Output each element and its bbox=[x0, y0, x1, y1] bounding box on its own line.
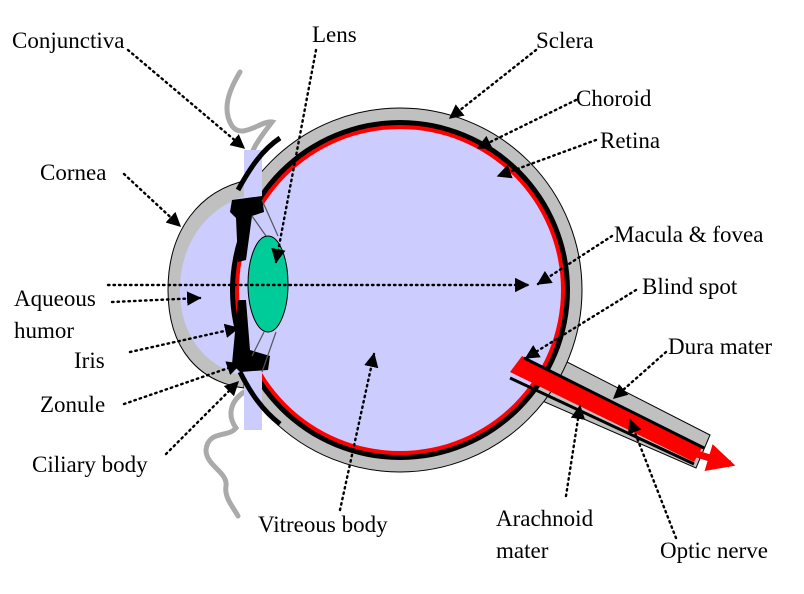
label-blind-spot: Blind spot bbox=[642, 274, 738, 299]
optic-nerve-arrow bbox=[688, 444, 736, 471]
label-arachnoid-mater-2: mater bbox=[496, 538, 549, 563]
optic-nerve-outline-bottom bbox=[509, 376, 695, 466]
label-zonule: Zonule bbox=[40, 392, 105, 417]
label-macula-fovea: Macula & fovea bbox=[614, 222, 763, 247]
label-cornea: Cornea bbox=[40, 160, 106, 185]
label-sclera: Sclera bbox=[536, 28, 593, 53]
label-vitreous-body: Vitreous body bbox=[258, 512, 388, 537]
iris-lower bbox=[232, 300, 270, 372]
label-conjunctiva: Conjunctiva bbox=[12, 28, 124, 53]
choroid-front-edge-top bbox=[235, 135, 282, 192]
zonule-fibers bbox=[251, 199, 279, 373]
iris-upper bbox=[230, 196, 264, 262]
conjunctiva-lower bbox=[203, 389, 247, 519]
label-choroid: Choroid bbox=[576, 86, 652, 111]
label-dura-mater: Dura mater bbox=[668, 334, 772, 359]
label-aqueous-humor-1: Aqueous bbox=[14, 286, 96, 311]
label-lens: Lens bbox=[312, 22, 357, 47]
conjunctiva-upper bbox=[224, 69, 277, 171]
choroid-front-edge-bottom bbox=[237, 370, 282, 426]
label-aqueous-humor-2: humor bbox=[14, 318, 74, 343]
optic-nerve-outline-top bbox=[523, 356, 705, 450]
label-ciliary-body: Ciliary body bbox=[32, 452, 148, 477]
optic-nerve bbox=[510, 356, 702, 462]
label-arachnoid-mater-1: Arachnoid bbox=[496, 506, 594, 531]
label-optic-nerve: Optic nerve bbox=[660, 538, 768, 563]
label-iris: Iris bbox=[74, 348, 105, 373]
leader-lines bbox=[110, 48, 678, 540]
vitreous-body bbox=[239, 129, 561, 451]
label-retina: Retina bbox=[600, 128, 660, 153]
